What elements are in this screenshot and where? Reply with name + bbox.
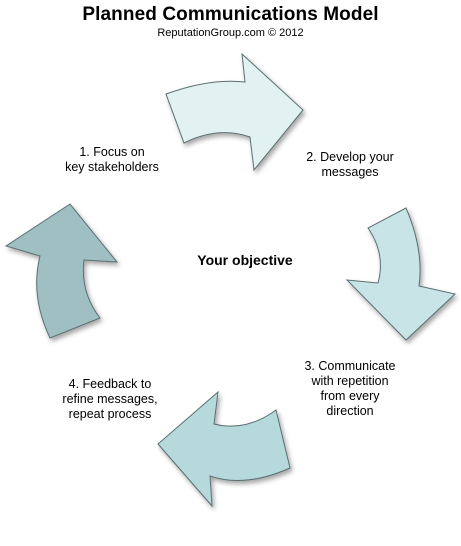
step-1-line-1: 1. Focus on	[79, 145, 145, 159]
step-3-line-1: 3. Communicate	[304, 359, 396, 373]
step-2-line-1: 2. Develop your	[306, 150, 394, 164]
step-2-line-2: messages	[321, 165, 379, 179]
step-2-label: 2. Develop your messages	[290, 150, 410, 180]
step-3-label: 3. Communicate with repetition from ever…	[290, 359, 410, 419]
diagram-title: Planned Communications Model	[82, 4, 379, 25]
step-3-line-3: from every	[320, 389, 380, 403]
step-3-line-2: with repetition	[311, 374, 389, 388]
arrow-step3-to-step4	[157, 390, 291, 508]
step-4-line-3: repeat process	[68, 407, 152, 421]
step-4-label: 4. Feedback to refine messages, repeat p…	[40, 377, 180, 422]
arrow-step1-to-step2	[165, 52, 304, 172]
step-4-line-2: refine messages,	[62, 392, 158, 406]
step-1-label: 1. Focus on key stakeholders	[52, 145, 172, 175]
arrow-step2-to-step3	[345, 207, 457, 341]
center-objective-label: Your objective	[197, 252, 293, 268]
step-1-line-2: key stakeholders	[65, 160, 159, 174]
arrow-step4-to-step1	[4, 203, 119, 339]
step-4-line-1: 4. Feedback to	[68, 377, 152, 391]
diagram-credit: ReputationGroup.com © 2012	[157, 27, 304, 39]
step-3-line-4: direction	[326, 404, 374, 418]
